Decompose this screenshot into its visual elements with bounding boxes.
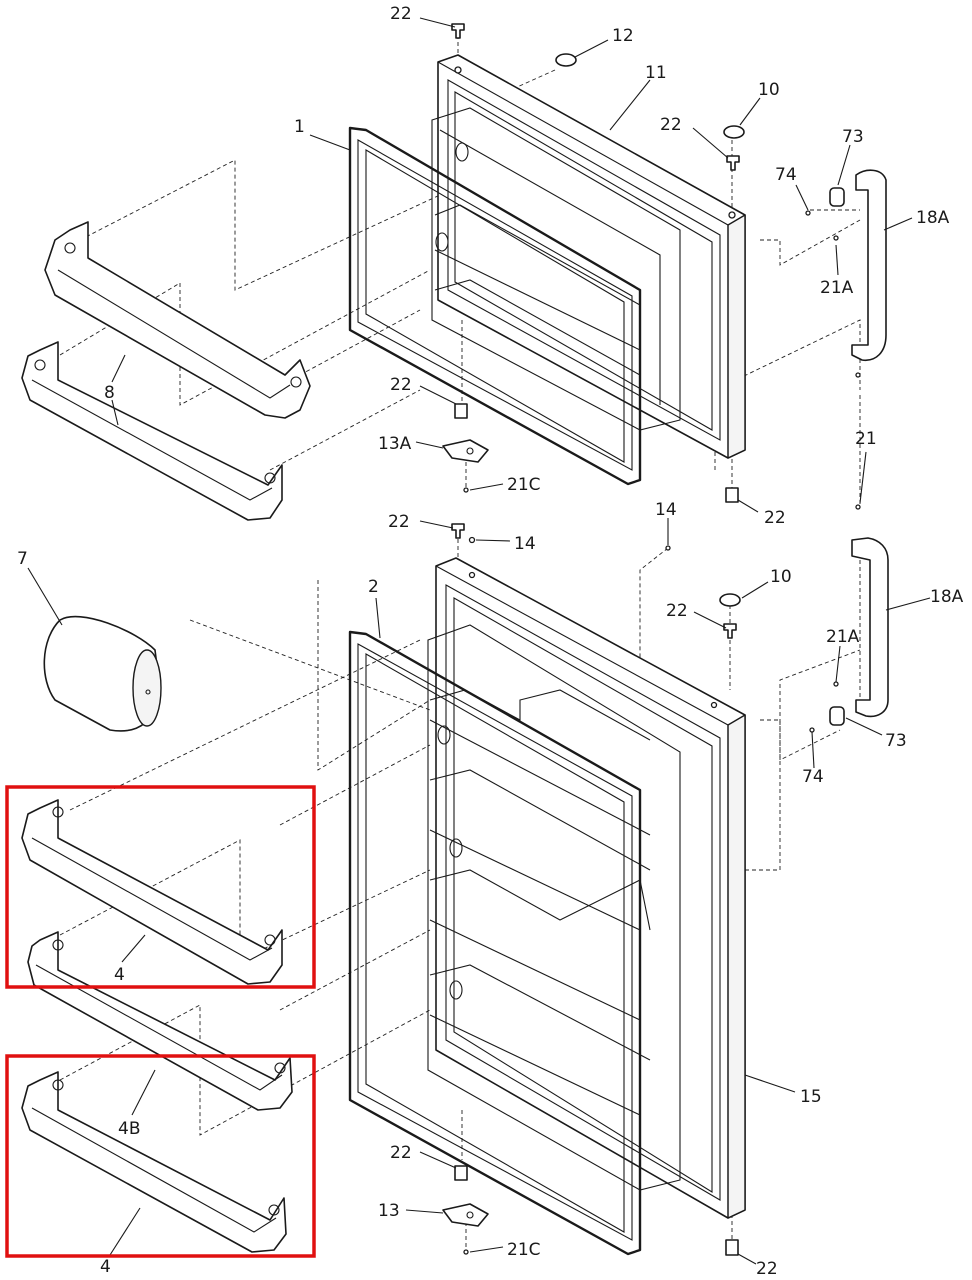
screw-22-bottom-lower [454,1165,468,1181]
screw-22-top-lower [451,523,465,539]
label-73: 73 [842,127,864,147]
label-22: 22 [666,601,688,621]
freezer-door-gasket [348,126,642,486]
label-74: 74 [802,767,824,787]
label-14: 14 [514,534,536,554]
label-4: 4 [100,1257,111,1277]
fresh-food-door-gasket [348,630,642,1256]
highlight-box-lower-bin [5,1054,316,1258]
screw-22-top [451,23,465,39]
hinge-13 [442,1203,489,1227]
dairy-door-cover-7 [43,615,162,732]
freezer-hardware [442,23,745,503]
freezer-outer-door-panel [437,54,746,459]
label-74: 74 [775,165,797,185]
part-labels: 22 12 11 10 22 1 73 74 18A 21A 8 22 13A … [17,4,964,1279]
label-14: 14 [655,500,677,520]
highlight-box-upper-bin [5,785,316,989]
leader-lines [27,17,931,1265]
fresh-food-door-side-edge [727,714,746,1219]
label-18A: 18A [930,587,964,607]
label-22: 22 [756,1259,778,1279]
label-12: 12 [612,26,634,46]
label-21A: 21A [826,627,860,647]
freezer-door-assembly [348,54,746,486]
label-21: 21 [855,429,877,449]
screw-22-hinge-upper [726,155,740,171]
label-22: 22 [390,1143,412,1163]
label-2: 2 [368,577,379,597]
label-22: 22 [390,375,412,395]
label-21C: 21C [507,1240,541,1260]
fresh-food-door-bins [21,799,293,1253]
label-10: 10 [758,80,780,100]
label-22: 22 [764,508,786,528]
label-22: 22 [660,115,682,135]
door-bin-8-lower [21,341,283,521]
fresh-food-door-assembly [348,557,746,1256]
label-21C: 21C [507,475,541,495]
label-4: 4 [114,965,125,985]
door-bin-4-lower [21,1071,287,1253]
handle-cap-73-lower [829,706,845,726]
fresh-food-outer-door-panel [435,557,746,1219]
label-13: 13 [378,1201,400,1221]
label-21A: 21A [820,278,854,298]
label-73: 73 [885,731,907,751]
bushing-22-lower-lower [725,1239,739,1256]
door-bin-4-upper [21,799,283,985]
label-22: 22 [388,512,410,532]
screw-22-hinge-lower [723,623,737,639]
label-18A: 18A [916,208,950,228]
fresh-food-door-handle [809,537,889,733]
label-4B: 4B [118,1119,140,1139]
freezer-door-handle [805,169,887,510]
label-1: 1 [294,117,305,137]
plug-10-lower [719,593,741,607]
label-7: 7 [17,549,28,569]
label-10: 10 [770,567,792,587]
handle-cap-73-upper [829,187,845,207]
label-11: 11 [645,63,667,83]
door-bin-4B [27,931,293,1111]
label-8: 8 [104,383,115,403]
hinge-13A [442,439,489,463]
freezer-door-bins [21,221,311,521]
door-bin-8-upper [44,221,311,419]
fresh-food-hardware [442,523,741,1256]
bushing-22-lower-upper [725,487,739,503]
label-15: 15 [800,1087,822,1107]
freezer-door-side-edge [727,214,746,459]
label-22: 22 [390,4,412,24]
plug-12 [555,53,577,67]
label-13A: 13A [378,434,412,454]
plug-10-upper [723,125,745,139]
screw-22-bottom-upper [454,403,468,419]
